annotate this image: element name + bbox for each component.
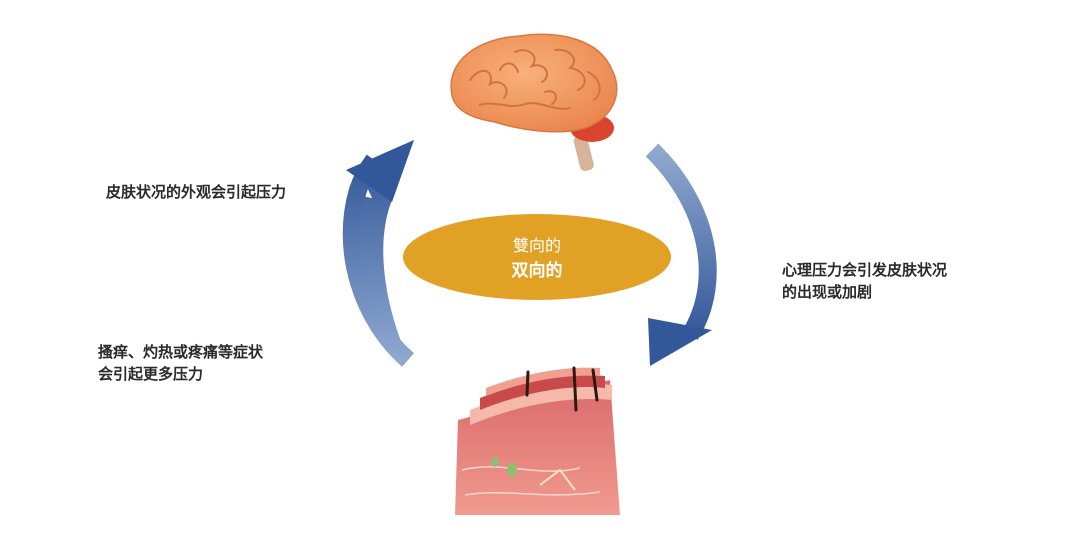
center-title-traditional: 雙向的 xyxy=(512,236,561,255)
label-appearance-stress: 皮肤状况的外观会引起压力 xyxy=(106,183,287,201)
brain-icon xyxy=(450,33,618,172)
right-cycle-arrow xyxy=(645,143,717,366)
label-psych-stress-line2: 的出现或加剧 xyxy=(782,283,873,301)
skin-layers-icon xyxy=(455,366,620,515)
label-symptoms-line2: 会引起更多压力 xyxy=(98,365,204,383)
label-left-top: 皮肤状况的外观会引起压力 xyxy=(106,181,286,203)
center-title-simplified: 双向的 xyxy=(511,261,563,281)
center-ellipse xyxy=(403,214,671,300)
label-left-bottom: 搔痒、灼热或疼痛等症状 会引起更多压力 xyxy=(98,341,263,385)
left-cycle-arrow xyxy=(342,140,415,367)
label-psych-stress-line1: 心理压力会引发皮肤状况 xyxy=(782,261,948,279)
label-right: 心理压力会引发皮肤状况 的出现或加剧 xyxy=(782,259,947,303)
label-symptoms-line1: 搔痒、灼热或疼痛等症状 xyxy=(98,343,264,361)
